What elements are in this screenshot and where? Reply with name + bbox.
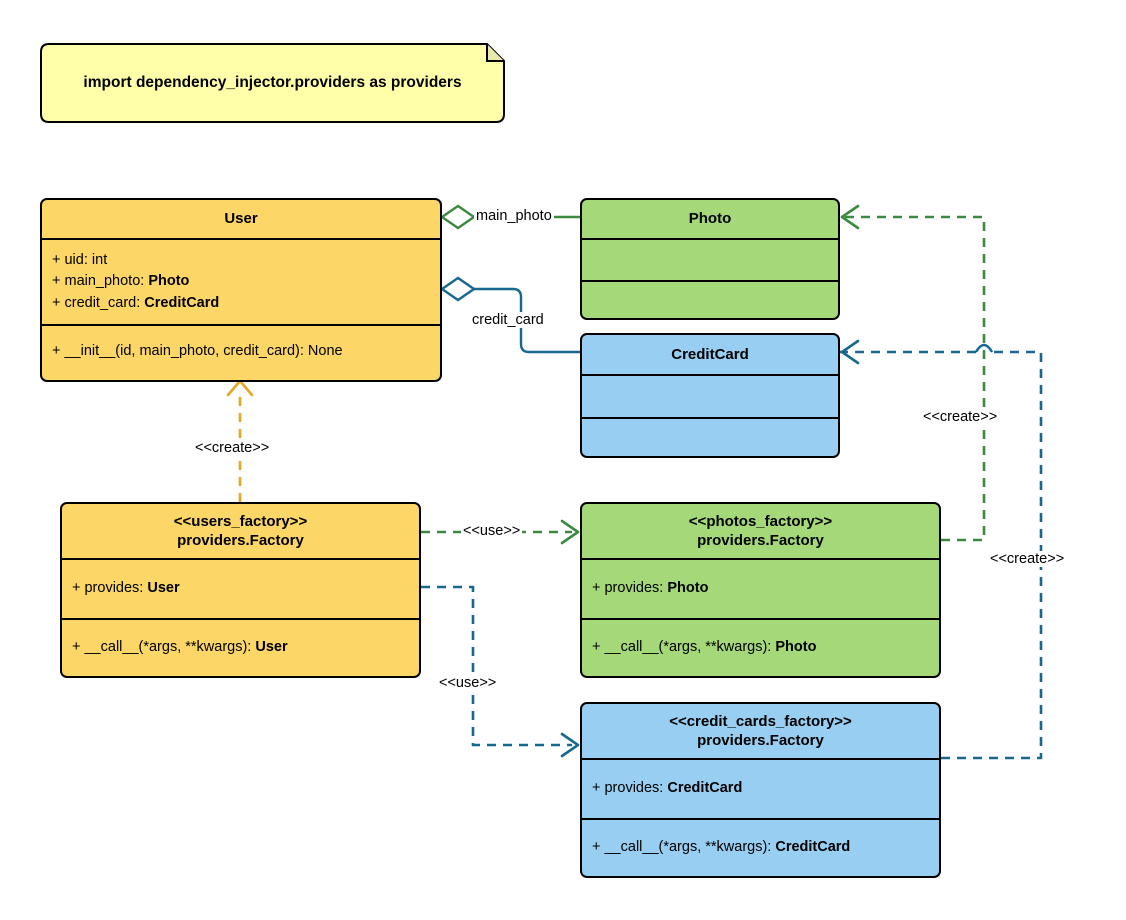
attribute-row: + credit_card: CreditCard xyxy=(52,293,430,314)
method-prefix: + __call__(*args, **kwargs): xyxy=(592,639,776,656)
edge-label-photos-create: <<create>> xyxy=(921,409,1000,425)
note-body xyxy=(40,43,505,123)
note-shape xyxy=(40,43,505,123)
class-box-credit-cards-factory[interactable]: <<credit_cards_factory>> providers.Facto… xyxy=(580,702,941,878)
attribute-text: + uid: int xyxy=(52,252,108,269)
class-name-photo: Photo xyxy=(688,210,732,228)
method-type: Photo xyxy=(775,639,817,656)
class-box-photos-factory[interactable]: <<photos_factory>> providers.Factory + p… xyxy=(580,502,941,678)
attribute-prefix: + credit_card: xyxy=(52,294,145,311)
method-row: + __call__(*args, **kwargs): User xyxy=(72,637,409,658)
edge-label-credit-card: credit_card xyxy=(470,312,546,328)
class-box-photo[interactable]: Photo xyxy=(580,198,840,320)
class-name-users-factory: providers.Factory xyxy=(177,532,304,549)
class-header-user: User xyxy=(42,200,440,240)
arrowhead-photos-create xyxy=(840,204,860,230)
class-header-users-factory: <<users_factory>> providers.Factory xyxy=(62,504,419,560)
class-attributes-photo xyxy=(582,240,838,280)
method-row: + __call__(*args, **kwargs): Photo xyxy=(592,637,929,658)
method-prefix: + __call__(*args, **kwargs): xyxy=(72,639,256,656)
arrowhead-users-create xyxy=(226,379,254,397)
class-header-credit-card: CreditCard xyxy=(582,335,838,376)
class-stereotype-users-factory: <<users_factory>> xyxy=(173,512,308,530)
edge-label-credit-cards-create: <<create>> xyxy=(988,551,1067,567)
edge-label-use-credit-cards: <<use>> xyxy=(437,675,499,691)
arrowhead-credit-cards-create xyxy=(840,339,860,365)
attribute-row: + provides: Photo xyxy=(592,578,929,599)
attribute-prefix: + provides: xyxy=(592,580,668,597)
attribute-type: CreditCard xyxy=(144,294,220,311)
class-box-users-factory[interactable]: <<users_factory>> providers.Factory + pr… xyxy=(60,502,421,678)
method-prefix: + __call__(*args, **kwargs): xyxy=(592,839,776,856)
arrowhead-use-credit-cards xyxy=(560,732,580,758)
class-box-credit-card[interactable]: CreditCard xyxy=(580,333,840,458)
class-methods-user: + __init__(id, main_photo, credit_card):… xyxy=(42,324,440,378)
attribute-prefix: + provides: xyxy=(592,780,668,797)
class-name-user: User xyxy=(224,210,258,228)
class-box-user[interactable]: User + uid: int + main_photo: Photo + cr… xyxy=(40,198,442,382)
method-text: + __init__(id, main_photo, credit_card):… xyxy=(52,343,343,360)
class-name-credit-card: CreditCard xyxy=(671,345,749,363)
class-attributes-credit-cards-factory: + provides: CreditCard xyxy=(582,760,939,818)
attribute-prefix: + provides: xyxy=(72,580,148,597)
class-attributes-users-factory: + provides: User xyxy=(62,560,419,618)
attribute-row: + main_photo: Photo xyxy=(52,271,430,292)
class-methods-users-factory: + __call__(*args, **kwargs): User xyxy=(62,618,419,676)
class-name-photos-factory: providers.Factory xyxy=(697,532,824,549)
class-attributes-credit-card xyxy=(582,376,838,417)
method-row: + __init__(id, main_photo, credit_card):… xyxy=(52,341,430,362)
attribute-row: + uid: int xyxy=(52,250,430,271)
note-import: import dependency_injector.providers as … xyxy=(40,43,505,123)
class-header-credit-cards-factory: <<credit_cards_factory>> providers.Facto… xyxy=(582,704,939,760)
attribute-type: User xyxy=(147,580,180,597)
attribute-type: CreditCard xyxy=(667,780,743,797)
method-row: + __call__(*args, **kwargs): CreditCard xyxy=(592,837,929,858)
edge-label-main-photo: main_photo xyxy=(474,208,554,224)
attribute-row: + provides: User xyxy=(72,578,409,599)
class-stereotype-photos-factory: <<photos_factory>> xyxy=(688,512,833,530)
class-methods-credit-cards-factory: + __call__(*args, **kwargs): CreditCard xyxy=(582,818,939,876)
class-header-photo: Photo xyxy=(582,200,838,240)
method-type: User xyxy=(255,639,288,656)
edge-use-credit-cards xyxy=(421,585,580,758)
class-attributes-user: + uid: int + main_photo: Photo + credit_… xyxy=(42,240,440,324)
line-hop-icon xyxy=(974,343,994,353)
aggregation-diamond-main-photo xyxy=(439,204,477,230)
attribute-row: + provides: CreditCard xyxy=(592,778,929,799)
arrowhead-use-photos xyxy=(560,519,580,545)
class-stereotype-credit-cards-factory: <<credit_cards_factory>> xyxy=(669,712,852,730)
edge-label-use-photos: <<use>> xyxy=(461,523,523,539)
class-attributes-photos-factory: + provides: Photo xyxy=(582,560,939,618)
class-name-credit-cards-factory: providers.Factory xyxy=(697,732,824,749)
aggregation-diamond-credit-card xyxy=(439,276,477,302)
class-methods-photo xyxy=(582,280,838,318)
method-type: CreditCard xyxy=(775,839,851,856)
attribute-type: Photo xyxy=(667,580,709,597)
class-header-photos-factory: <<photos_factory>> providers.Factory xyxy=(582,504,939,560)
attribute-prefix: + main_photo: xyxy=(52,273,149,290)
note-text: import dependency_injector.providers as … xyxy=(83,74,462,91)
edge-line-use-credit-cards xyxy=(421,585,572,747)
attribute-type: Photo xyxy=(148,273,190,290)
note-corner-fold-icon xyxy=(486,44,504,62)
class-methods-credit-card xyxy=(582,417,838,456)
class-methods-photos-factory: + __call__(*args, **kwargs): Photo xyxy=(582,618,939,676)
edge-label-users-create: <<create>> xyxy=(193,440,272,456)
